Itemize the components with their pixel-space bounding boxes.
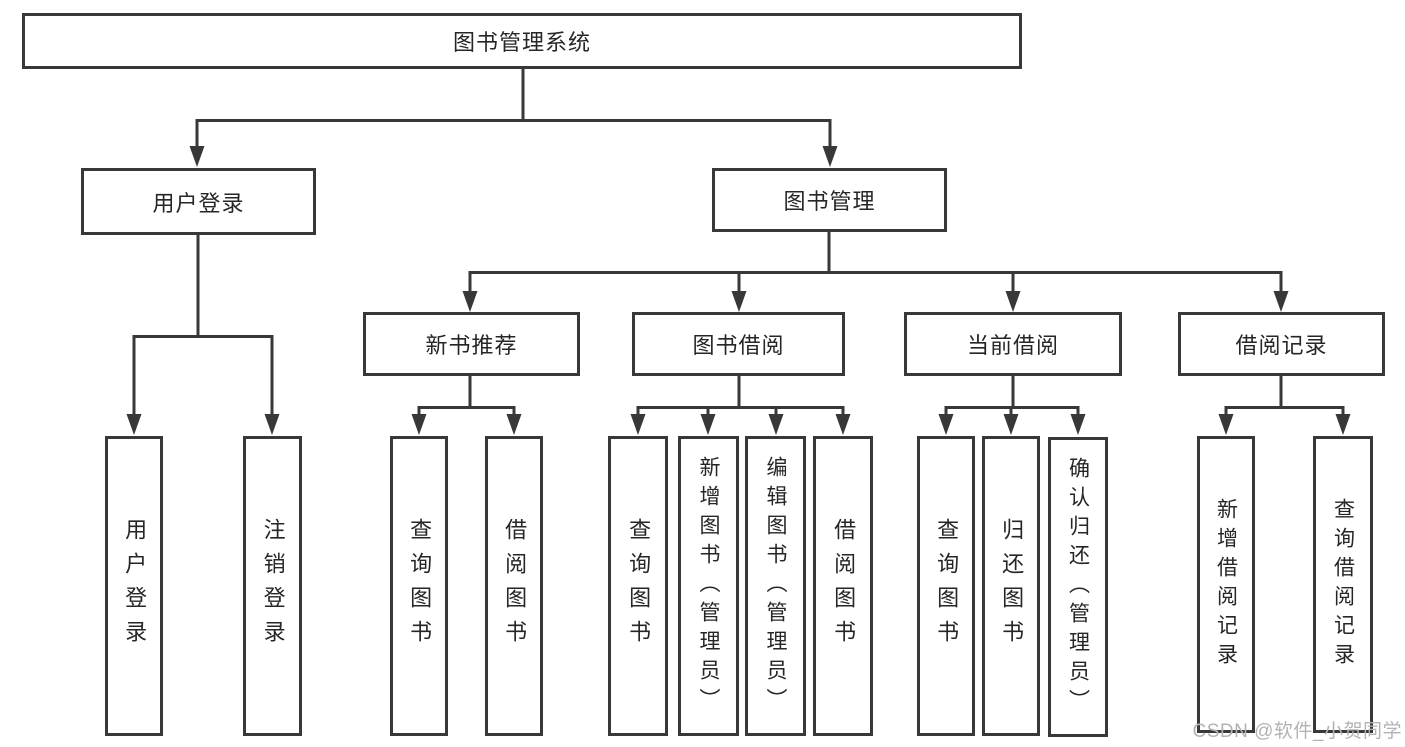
node-book-management: 图书管理 <box>712 168 947 232</box>
arrowheads <box>126 146 1351 435</box>
node-leaf-add-borrow-record: 新增借阅记录 <box>1197 436 1255 733</box>
node-borrow-records: 借阅记录 <box>1178 312 1385 376</box>
node-leaf-query-books-1: 查询图书 <box>390 436 448 736</box>
node-leaf-edit-book-admin: 编辑图书（管理员） <box>745 436 806 736</box>
node-leaf-query-borrow-record: 查询借阅记录 <box>1313 436 1373 733</box>
node-current-borrow: 当前借阅 <box>904 312 1122 376</box>
node-leaf-add-book-admin: 新增图书（管理员） <box>678 436 739 736</box>
node-leaf-confirm-return-admin: 确认归还（管理员） <box>1048 437 1108 737</box>
node-library-system: 图书管理系统 <box>22 13 1022 69</box>
node-book-borrow: 图书借阅 <box>632 312 845 376</box>
node-leaf-return-book: 归还图书 <box>982 436 1040 736</box>
node-new-book-recommend: 新书推荐 <box>363 312 580 376</box>
csdn-watermark: CSDN @软件_小贺同学 <box>1192 721 1402 742</box>
node-leaf-logout: 注销登录 <box>243 436 302 736</box>
node-leaf-query-books-3: 查询图书 <box>917 436 975 736</box>
node-leaf-query-books-2: 查询图书 <box>608 436 668 736</box>
node-leaf-borrow-books-2: 借阅图书 <box>813 436 873 736</box>
node-user-login: 用户登录 <box>81 168 316 235</box>
node-leaf-borrow-books-1: 借阅图书 <box>485 436 543 736</box>
node-leaf-user-login: 用户登录 <box>105 436 163 736</box>
